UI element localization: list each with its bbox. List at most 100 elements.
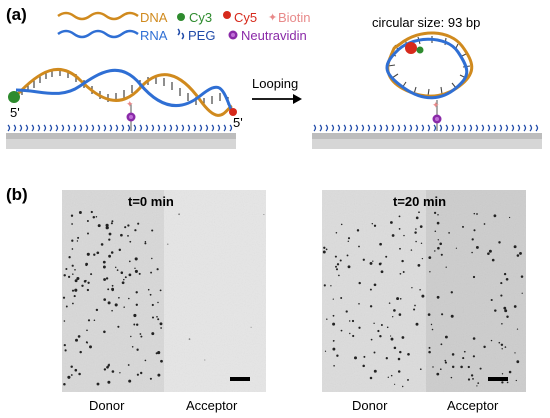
molecule-spot [451,353,455,356]
molecule-spot [65,305,68,308]
molecule-spot [86,288,90,292]
molecule-spot [373,369,377,373]
molecule-spot [428,346,431,349]
molecule-spot [394,383,396,385]
molecule-spot [332,322,336,326]
molecule-spot [419,368,422,371]
molecule-spot [434,250,436,252]
molecule-spot [436,295,440,299]
molecule-spot [500,343,504,347]
molecule-spot [339,259,342,262]
molecule-spot [96,251,100,255]
molecule-spot [346,254,349,257]
molecule-spot [369,288,372,291]
molecule-spot [151,303,154,307]
molecule-spot [63,274,66,277]
molecule-spot [437,239,440,241]
molecule-spot [136,348,139,351]
tether-right: ✦ [432,100,442,131]
molecule-spot [450,314,454,318]
molecule-spot [462,357,465,360]
circular-size-label: circular size: 93 bp [372,15,480,30]
biotin-marker-icon: ✦ [126,99,134,109]
molecule-spot [506,381,509,384]
surface-right-shadow [312,139,542,149]
cy3-loop-dye-icon [416,46,424,54]
molecule-spot [515,379,517,382]
molecule-spot [86,219,89,223]
molecule-spot [135,303,138,306]
molecule-spot [421,257,424,260]
molecule-spot [437,214,439,216]
molecule-spot [349,332,351,335]
molecule-spot [362,364,365,368]
molecule-spot [108,232,112,236]
molecule-spot [483,223,486,225]
molecule-spot [65,267,68,271]
molecule-spot [149,377,152,380]
molecule-spot [97,224,101,228]
molecule-spot [498,341,501,344]
molecule-spot [87,319,91,322]
molecule-spot [358,281,361,285]
molecule-spot [347,237,351,240]
dna-legend-line [57,11,139,21]
molecule-spot [75,338,78,342]
molecule-spot [156,315,158,318]
molecule-spot [332,298,334,300]
molecule-spot [333,365,335,367]
molecule-spot [369,261,373,265]
molecule-spot [108,238,111,241]
molecule-spot [156,268,159,271]
molecule-spot [504,346,507,348]
molecule-spot [110,251,114,254]
molecule-spot [500,282,503,285]
peg-legend-label: PEG [188,28,215,43]
molecule-spot [144,242,147,245]
molecule-spot [476,213,478,215]
molecule-spot [503,272,507,276]
molecule-spot [498,241,501,244]
molecule-spot [107,288,110,291]
molecule-spot [433,211,437,215]
molecule-spot [87,232,89,235]
molecule-spot [96,382,100,386]
surface-left [6,133,236,139]
molecule-spot [513,305,517,308]
molecule-spot [108,363,110,366]
molecule-spot [71,223,73,225]
molecule-spot [440,343,443,346]
molecule-spot [85,264,88,267]
molecule-spot [444,335,448,339]
molecule-spot [513,245,517,249]
molecule-spot [362,258,365,261]
molecule-spot [70,365,73,368]
molecule-spot [414,304,416,307]
molecule-spot [330,285,332,287]
molecule-spot [324,350,327,352]
molecule-spot [151,229,154,232]
molecule-spot [434,230,437,233]
molecule-spot [505,277,509,281]
molecule-spot [114,303,118,307]
molecule-spot [81,284,84,287]
molecule-spot [471,251,473,254]
molecule-spot [476,385,478,387]
molecule-spot [150,271,153,274]
molecule-spot [415,240,417,243]
molecule-spot [105,277,109,280]
tether-left: ✦ [126,99,136,131]
biotin-legend-label: Biotin [278,10,311,25]
molecule-spot [340,329,343,332]
molecule-spot [473,229,476,232]
molecule-spot [160,327,162,329]
molecule-spot [338,274,340,277]
molecule-spot [358,303,360,305]
molecule-spot [448,232,450,234]
molecule-spot [136,323,139,326]
molecule-spot [107,301,111,305]
molecule-spot [390,374,393,377]
molecule-spot [506,315,509,319]
molecule-spot [111,370,115,373]
